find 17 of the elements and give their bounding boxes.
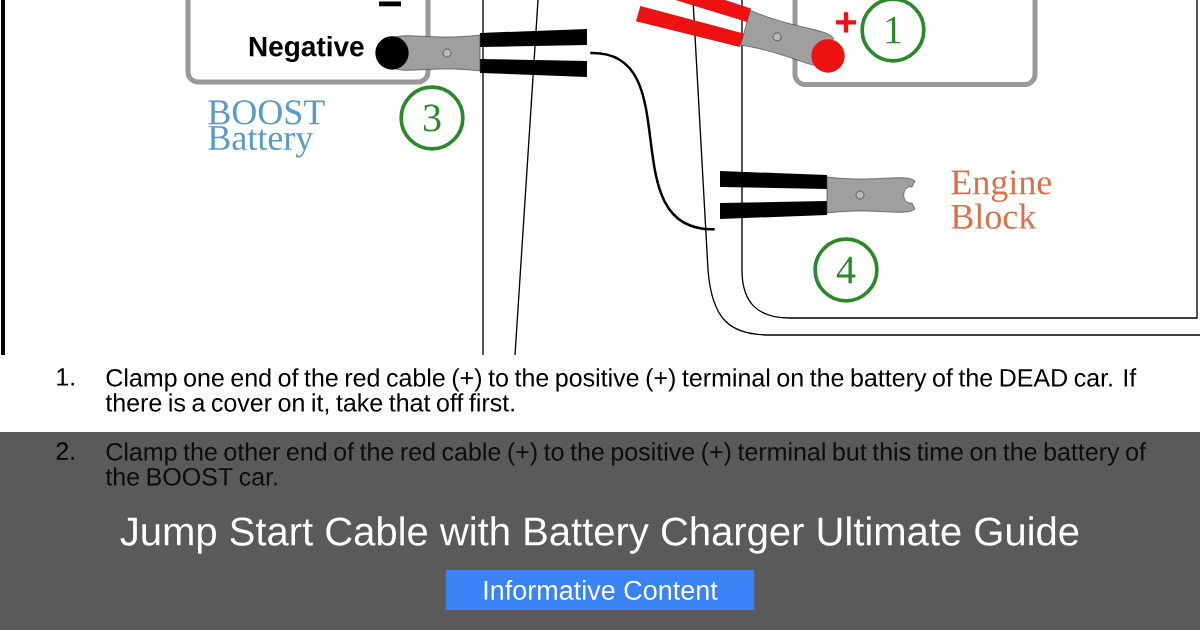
clamp-drawing: [720, 171, 916, 219]
step-number: 2.: [56, 442, 74, 460]
terminal-sign: −: [379, 1, 402, 7]
cable: [590, 51, 715, 231]
callout-number: 1: [860, 0, 926, 63]
terminal-sign: +: [836, 12, 857, 33]
clamp-drawing: [375, 29, 587, 77]
callout-number: 3: [399, 85, 465, 151]
step-number: 1.: [57, 368, 74, 386]
battery-label: BOOST Battery: [208, 100, 325, 158]
step-text: Clamp the other end of the red cable (+) to the positive (+) terminal but this time on the battery of the BOOST car.: [105, 442, 1146, 486]
terminal-label: Negative: [249, 35, 364, 63]
step-text: Clamp one end of the red cable (+) to the positive (+) terminal on the battery of the DEAD car. If there is a cover on it, take that off first.: [105, 368, 1137, 415]
title: Jump Start Cable with Battery Charger Ultimate Guide: [120, 516, 1079, 554]
part-label: Engine Block: [951, 170, 1052, 229]
callout-number: 4: [813, 237, 879, 303]
tag-badge: Informative Content: [445, 570, 755, 610]
